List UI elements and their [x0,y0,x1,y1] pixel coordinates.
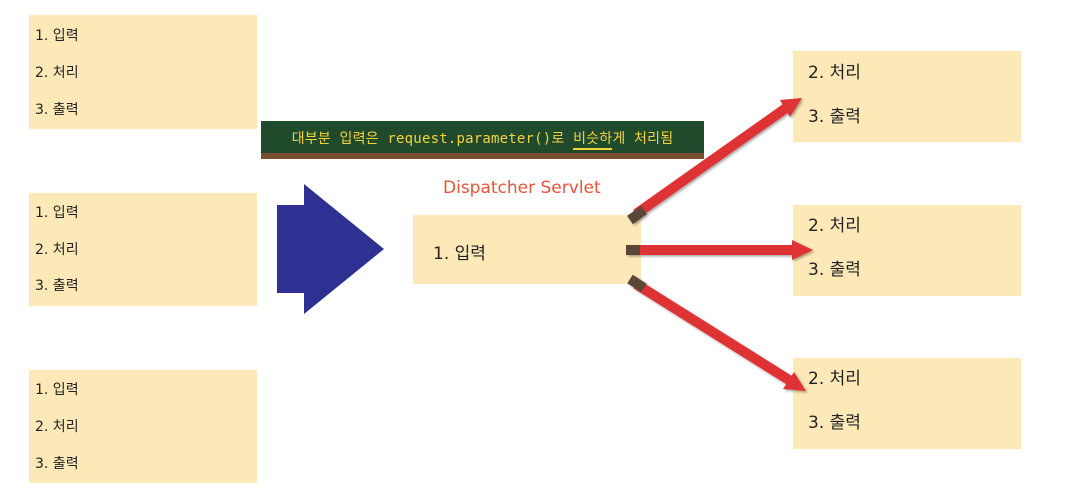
step-output: 3. 출력 [35,456,79,472]
red-arrow-top [627,98,802,225]
red-arrow-top-shaft [633,103,789,219]
red-arrow-bottom-shaft [633,279,792,385]
step-process: 2. 처리 [35,242,79,258]
step-input: 1. 입력 [35,28,79,44]
step-output: 3. 출력 [808,260,861,280]
red-arrow-bottom-head [783,372,806,391]
left-box-3: 1. 입력 2. 처리 3. 출력 [29,370,257,483]
step-output: 3. 출력 [35,278,79,294]
banner-text: 대부분 입력은 request.parameter()로 비슷하게 처리됨 [261,128,704,150]
red-arrow-bottom [627,274,806,391]
red-arrow-middle [626,240,813,260]
step-process: 2. 처리 [35,419,79,435]
step-input: 1. 입력 [35,382,79,398]
step-input: 1. 입력 [35,205,79,221]
left-box-1: 1. 입력 2. 처리 3. 출력 [29,15,257,129]
step-process: 2. 처리 [35,65,79,81]
big-arrow-icon [277,184,384,314]
step-output: 3. 출력 [35,102,79,118]
step-process: 2. 처리 [808,216,861,236]
right-box-2: 2. 처리 3. 출력 [793,205,1021,296]
step-input: 1. 입력 [433,244,486,264]
chalkboard-banner: 대부분 입력은 request.parameter()로 비슷하게 처리됨 [261,121,704,159]
right-box-3: 2. 처리 3. 출력 [793,358,1021,449]
step-process: 2. 처리 [808,369,861,389]
red-arrow-top-head [780,98,802,117]
step-output: 3. 출력 [808,413,861,433]
dispatcher-servlet-title: Dispatcher Servlet [443,178,601,198]
step-process: 2. 처리 [808,63,861,83]
left-box-2: 1. 입력 2. 처리 3. 출력 [29,193,257,306]
step-output: 3. 출력 [808,107,861,127]
banner-underlined-text: 비슷하 [573,131,613,150]
red-arrow-middle-head [792,240,813,260]
dispatcher-servlet-box: 1. 입력 [413,215,641,284]
right-box-1: 2. 처리 3. 출력 [793,51,1021,142]
red-arrow-top-tail [627,205,647,225]
red-arrow-bottom-tail [627,274,647,293]
